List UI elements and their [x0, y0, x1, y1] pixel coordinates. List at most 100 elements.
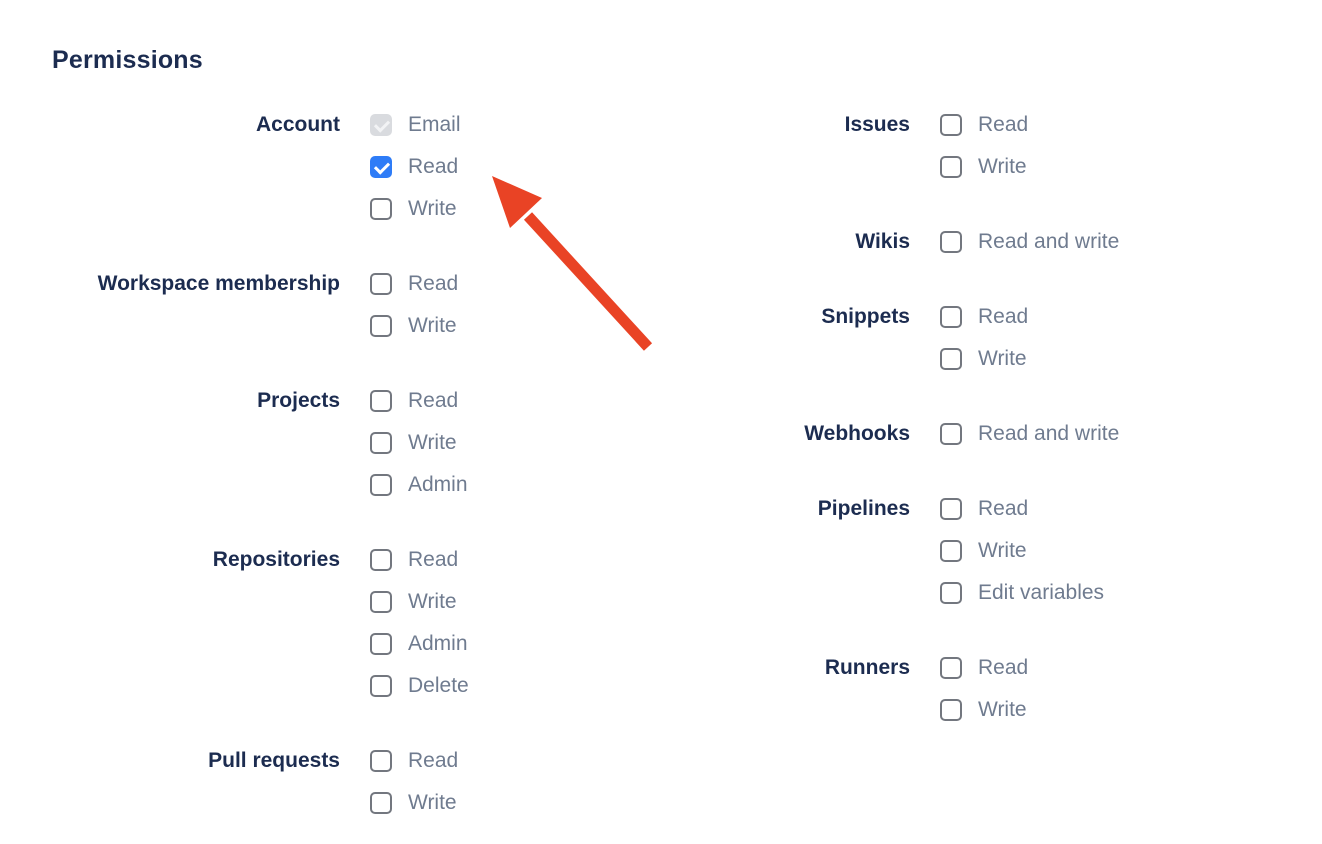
option-label: Read	[408, 155, 459, 178]
option-row-account-write[interactable]: Write	[370, 188, 461, 230]
option-row-runners-read[interactable]: Read	[940, 647, 1028, 689]
group-options: Email Read Write	[370, 104, 461, 230]
option-label: Read and write	[978, 230, 1120, 253]
permission-group-workspace-membership: Workspace membership Read Write	[52, 263, 640, 347]
group-options: Read Write	[370, 740, 458, 824]
permissions-form: Account Email Read Write	[52, 104, 1119, 844]
option-row-pipelines-edit-variables[interactable]: Edit variables	[940, 572, 1104, 614]
option-label: Read and write	[978, 422, 1120, 445]
checkbox-pull-requests-write[interactable]	[370, 792, 392, 814]
checkbox-issues-write[interactable]	[940, 156, 962, 178]
group-options: Read Write Admin Delete	[370, 539, 469, 707]
option-row-projects-write[interactable]: Write	[370, 422, 468, 464]
checkbox-account-write[interactable]	[370, 198, 392, 220]
group-label-pipelines: Pipelines	[817, 497, 910, 520]
checkbox-snippets-read[interactable]	[940, 306, 962, 328]
option-row-pull-requests-read[interactable]: Read	[370, 740, 458, 782]
checkbox-pipelines-read[interactable]	[940, 498, 962, 520]
option-label: Write	[978, 347, 1027, 370]
option-row-workspace-read[interactable]: Read	[370, 263, 458, 305]
permission-group-wikis: Wikis Read and write	[640, 221, 1119, 263]
option-row-issues-write[interactable]: Write	[940, 146, 1028, 188]
option-row-workspace-write[interactable]: Write	[370, 305, 458, 347]
permission-group-pipelines: Pipelines Read Write Edit variables	[640, 488, 1119, 614]
option-row-repositories-delete[interactable]: Delete	[370, 665, 469, 707]
group-label-projects: Projects	[257, 389, 340, 412]
option-label: Read	[978, 305, 1029, 328]
group-label-workspace-membership: Workspace membership	[97, 272, 340, 295]
checkbox-pull-requests-read[interactable]	[370, 750, 392, 772]
checkbox-projects-read[interactable]	[370, 390, 392, 412]
option-label: Read	[408, 272, 459, 295]
group-label-pull-requests: Pull requests	[208, 749, 340, 772]
option-label: Read	[978, 497, 1029, 520]
checkbox-wikis-read-and-write[interactable]	[940, 231, 962, 253]
option-row-pull-requests-write[interactable]: Write	[370, 782, 458, 824]
checkbox-repositories-read[interactable]	[370, 549, 392, 571]
checkbox-workspace-write[interactable]	[370, 315, 392, 337]
checkbox-webhooks-read-and-write[interactable]	[940, 423, 962, 445]
option-label: Read	[978, 656, 1029, 679]
group-label-repositories: Repositories	[212, 548, 340, 571]
group-label-runners: Runners	[824, 656, 910, 679]
option-row-runners-write[interactable]: Write	[940, 689, 1028, 731]
checkbox-issues-read[interactable]	[940, 114, 962, 136]
checkbox-pipelines-write[interactable]	[940, 540, 962, 562]
option-label: Email	[408, 113, 461, 136]
option-row-webhooks-read-and-write[interactable]: Read and write	[940, 413, 1119, 455]
option-row-repositories-write[interactable]: Write	[370, 581, 469, 623]
option-label: Read	[978, 113, 1029, 136]
checkbox-projects-admin[interactable]	[370, 474, 392, 496]
checkbox-pipelines-edit-variables[interactable]	[940, 582, 962, 604]
permission-group-pull-requests: Pull requests Read Write	[52, 740, 640, 824]
group-options: Read Write	[940, 104, 1028, 188]
option-row-account-email[interactable]: Email	[370, 104, 461, 146]
group-label-snippets: Snippets	[821, 305, 910, 328]
checkbox-snippets-write[interactable]	[940, 348, 962, 370]
option-label: Write	[408, 590, 457, 613]
permissions-column-left: Account Email Read Write	[52, 104, 640, 844]
checkbox-projects-write[interactable]	[370, 432, 392, 454]
option-label: Write	[408, 431, 457, 454]
group-options: Read Write	[370, 263, 458, 347]
option-row-wikis-read-and-write[interactable]: Read and write	[940, 221, 1119, 263]
option-row-repositories-read[interactable]: Read	[370, 539, 469, 581]
checkbox-runners-write[interactable]	[940, 699, 962, 721]
group-options: Read Write	[940, 296, 1028, 380]
checkbox-account-email[interactable]	[370, 114, 392, 136]
option-row-projects-read[interactable]: Read	[370, 380, 468, 422]
option-label: Delete	[408, 674, 469, 697]
option-row-snippets-write[interactable]: Write	[940, 338, 1028, 380]
option-label: Admin	[408, 473, 468, 496]
checkbox-repositories-write[interactable]	[370, 591, 392, 613]
page-title: Permissions	[52, 46, 203, 74]
checkbox-repositories-delete[interactable]	[370, 675, 392, 697]
option-label: Write	[408, 314, 457, 337]
permission-group-account: Account Email Read Write	[52, 104, 640, 230]
option-label: Write	[408, 197, 457, 220]
option-row-account-read[interactable]: Read	[370, 146, 461, 188]
option-label: Write	[408, 791, 457, 814]
group-options: Read and write	[940, 221, 1119, 263]
permission-group-issues: Issues Read Write	[640, 104, 1119, 188]
option-row-pipelines-write[interactable]: Write	[940, 530, 1104, 572]
checkbox-runners-read[interactable]	[940, 657, 962, 679]
group-label-issues: Issues	[844, 113, 910, 136]
group-label-wikis: Wikis	[855, 230, 910, 253]
option-label: Read	[408, 548, 459, 571]
checkbox-workspace-read[interactable]	[370, 273, 392, 295]
option-row-issues-read[interactable]: Read	[940, 104, 1028, 146]
option-label: Write	[978, 698, 1027, 721]
permissions-column-right: Issues Read Write Wikis	[640, 104, 1119, 764]
option-row-repositories-admin[interactable]: Admin	[370, 623, 469, 665]
checkbox-repositories-admin[interactable]	[370, 633, 392, 655]
group-label-account: Account	[256, 113, 340, 136]
option-label: Edit variables	[978, 581, 1105, 604]
permission-group-webhooks: Webhooks Read and write	[640, 413, 1119, 455]
option-row-snippets-read[interactable]: Read	[940, 296, 1028, 338]
option-row-pipelines-read[interactable]: Read	[940, 488, 1104, 530]
checkbox-account-read[interactable]	[370, 156, 392, 178]
option-label: Write	[978, 155, 1027, 178]
option-row-projects-admin[interactable]: Admin	[370, 464, 468, 506]
